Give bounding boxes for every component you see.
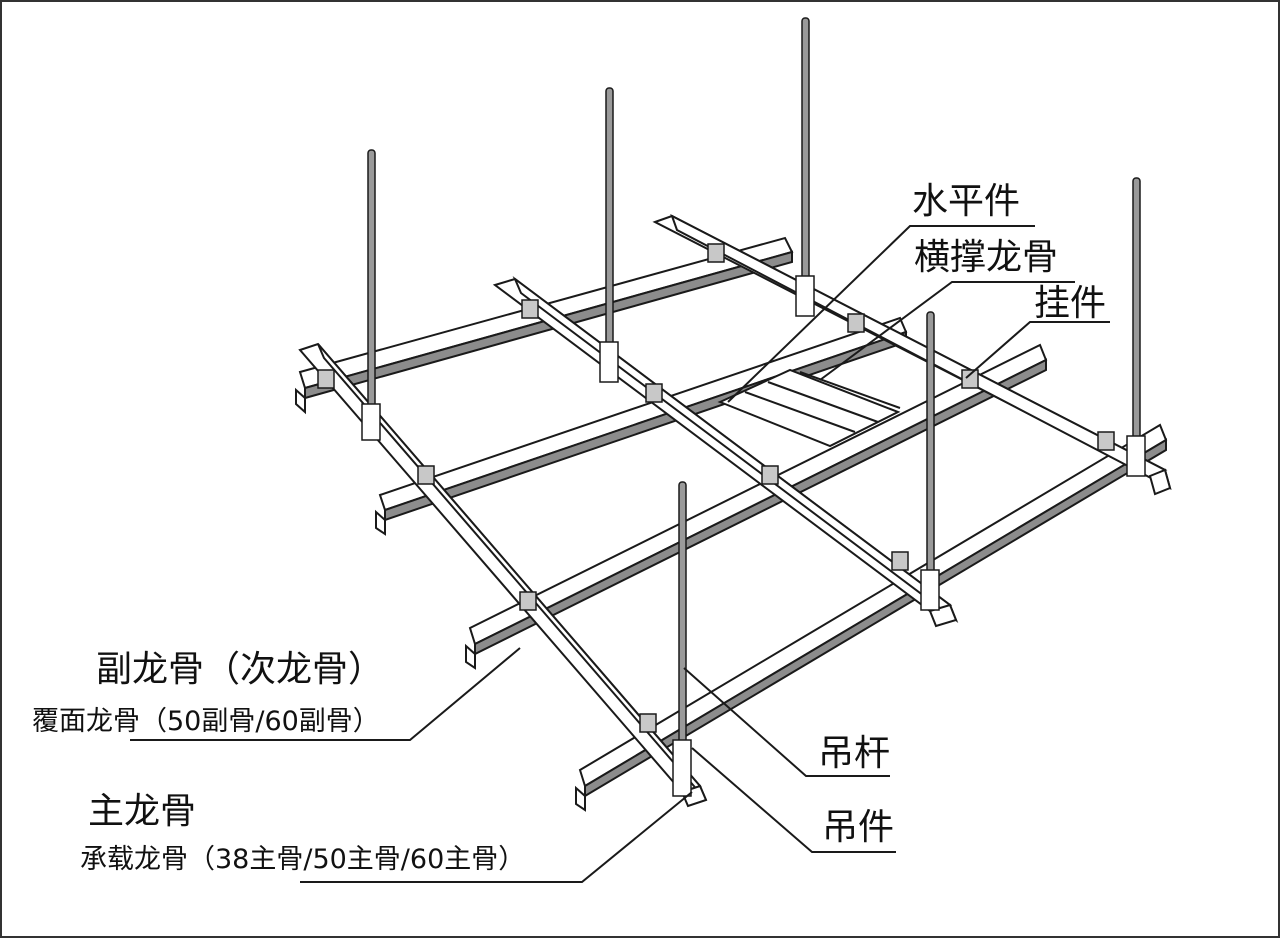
leader-horizontal-piece [727,225,1035,403]
label-cross-brace-keel: 横撑龙骨 [914,237,1059,278]
hanger-rods [367,17,1141,745]
hanger-clips [317,243,1115,733]
leader-hanger-rod [683,667,890,777]
leader-hanger-clip [965,321,1110,379]
label-hanger-rod: 吊杆 [818,733,891,774]
secondary-keel-4 [575,423,1168,812]
label-horizontal-piece: 水平件 [912,181,1021,222]
main-keels [298,213,1172,808]
hanger-pieces [361,275,1146,797]
leader-cross-brace [819,281,1075,381]
leader-main-keel [300,791,693,883]
label-main-keel: 主龙骨 [88,791,197,832]
secondary-keel-3 [465,343,1048,670]
label-main-keel-detail: 承载龙骨（38主骨/50主骨/60主骨） [80,844,526,875]
cross-brace-keels [717,368,901,448]
label-secondary-keel-detail: 覆面龙骨（50副骨/60副骨） [32,706,380,737]
leader-lines [130,225,1110,883]
main-keel-1 [298,342,708,808]
leader-secondary-keel [130,647,521,741]
label-hanger-piece: 吊件 [822,807,895,848]
label-secondary-keel: 副龙骨（次龙骨） [96,649,385,690]
leader-hanger-piece [691,747,896,853]
label-hanger-clip: 挂件 [1034,283,1107,324]
